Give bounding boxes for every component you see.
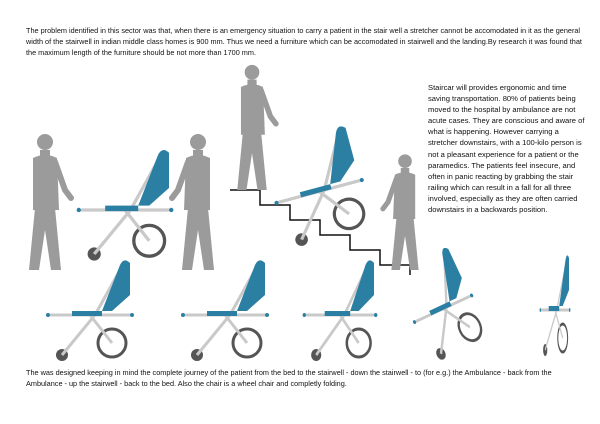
design-journey-paragraph: The was designed keeping in mind the com… [26, 368, 552, 388]
paramedic-figure-bottom [383, 154, 419, 270]
staircar-chair [258, 122, 378, 252]
scene-flat-carry [29, 134, 214, 270]
chair-step-5-folded [538, 253, 572, 358]
staircar-chair [74, 148, 176, 263]
intro-paragraph: The problem identified in this sector wa… [26, 26, 582, 57]
staircar-description: Staircar will provides ergonomic and tim… [428, 83, 585, 215]
paramedic-figure-top [237, 65, 276, 190]
scene-stair-carry [230, 65, 419, 275]
paramedic-figure-back [172, 134, 214, 270]
paramedic-figure-front [29, 134, 71, 270]
folding-sequence [44, 243, 572, 366]
chair-step-1 [44, 258, 136, 363]
chair-step-3 [301, 258, 379, 363]
stairs [230, 189, 411, 275]
chair-step-4 [388, 243, 494, 366]
chair-step-2 [179, 258, 271, 363]
